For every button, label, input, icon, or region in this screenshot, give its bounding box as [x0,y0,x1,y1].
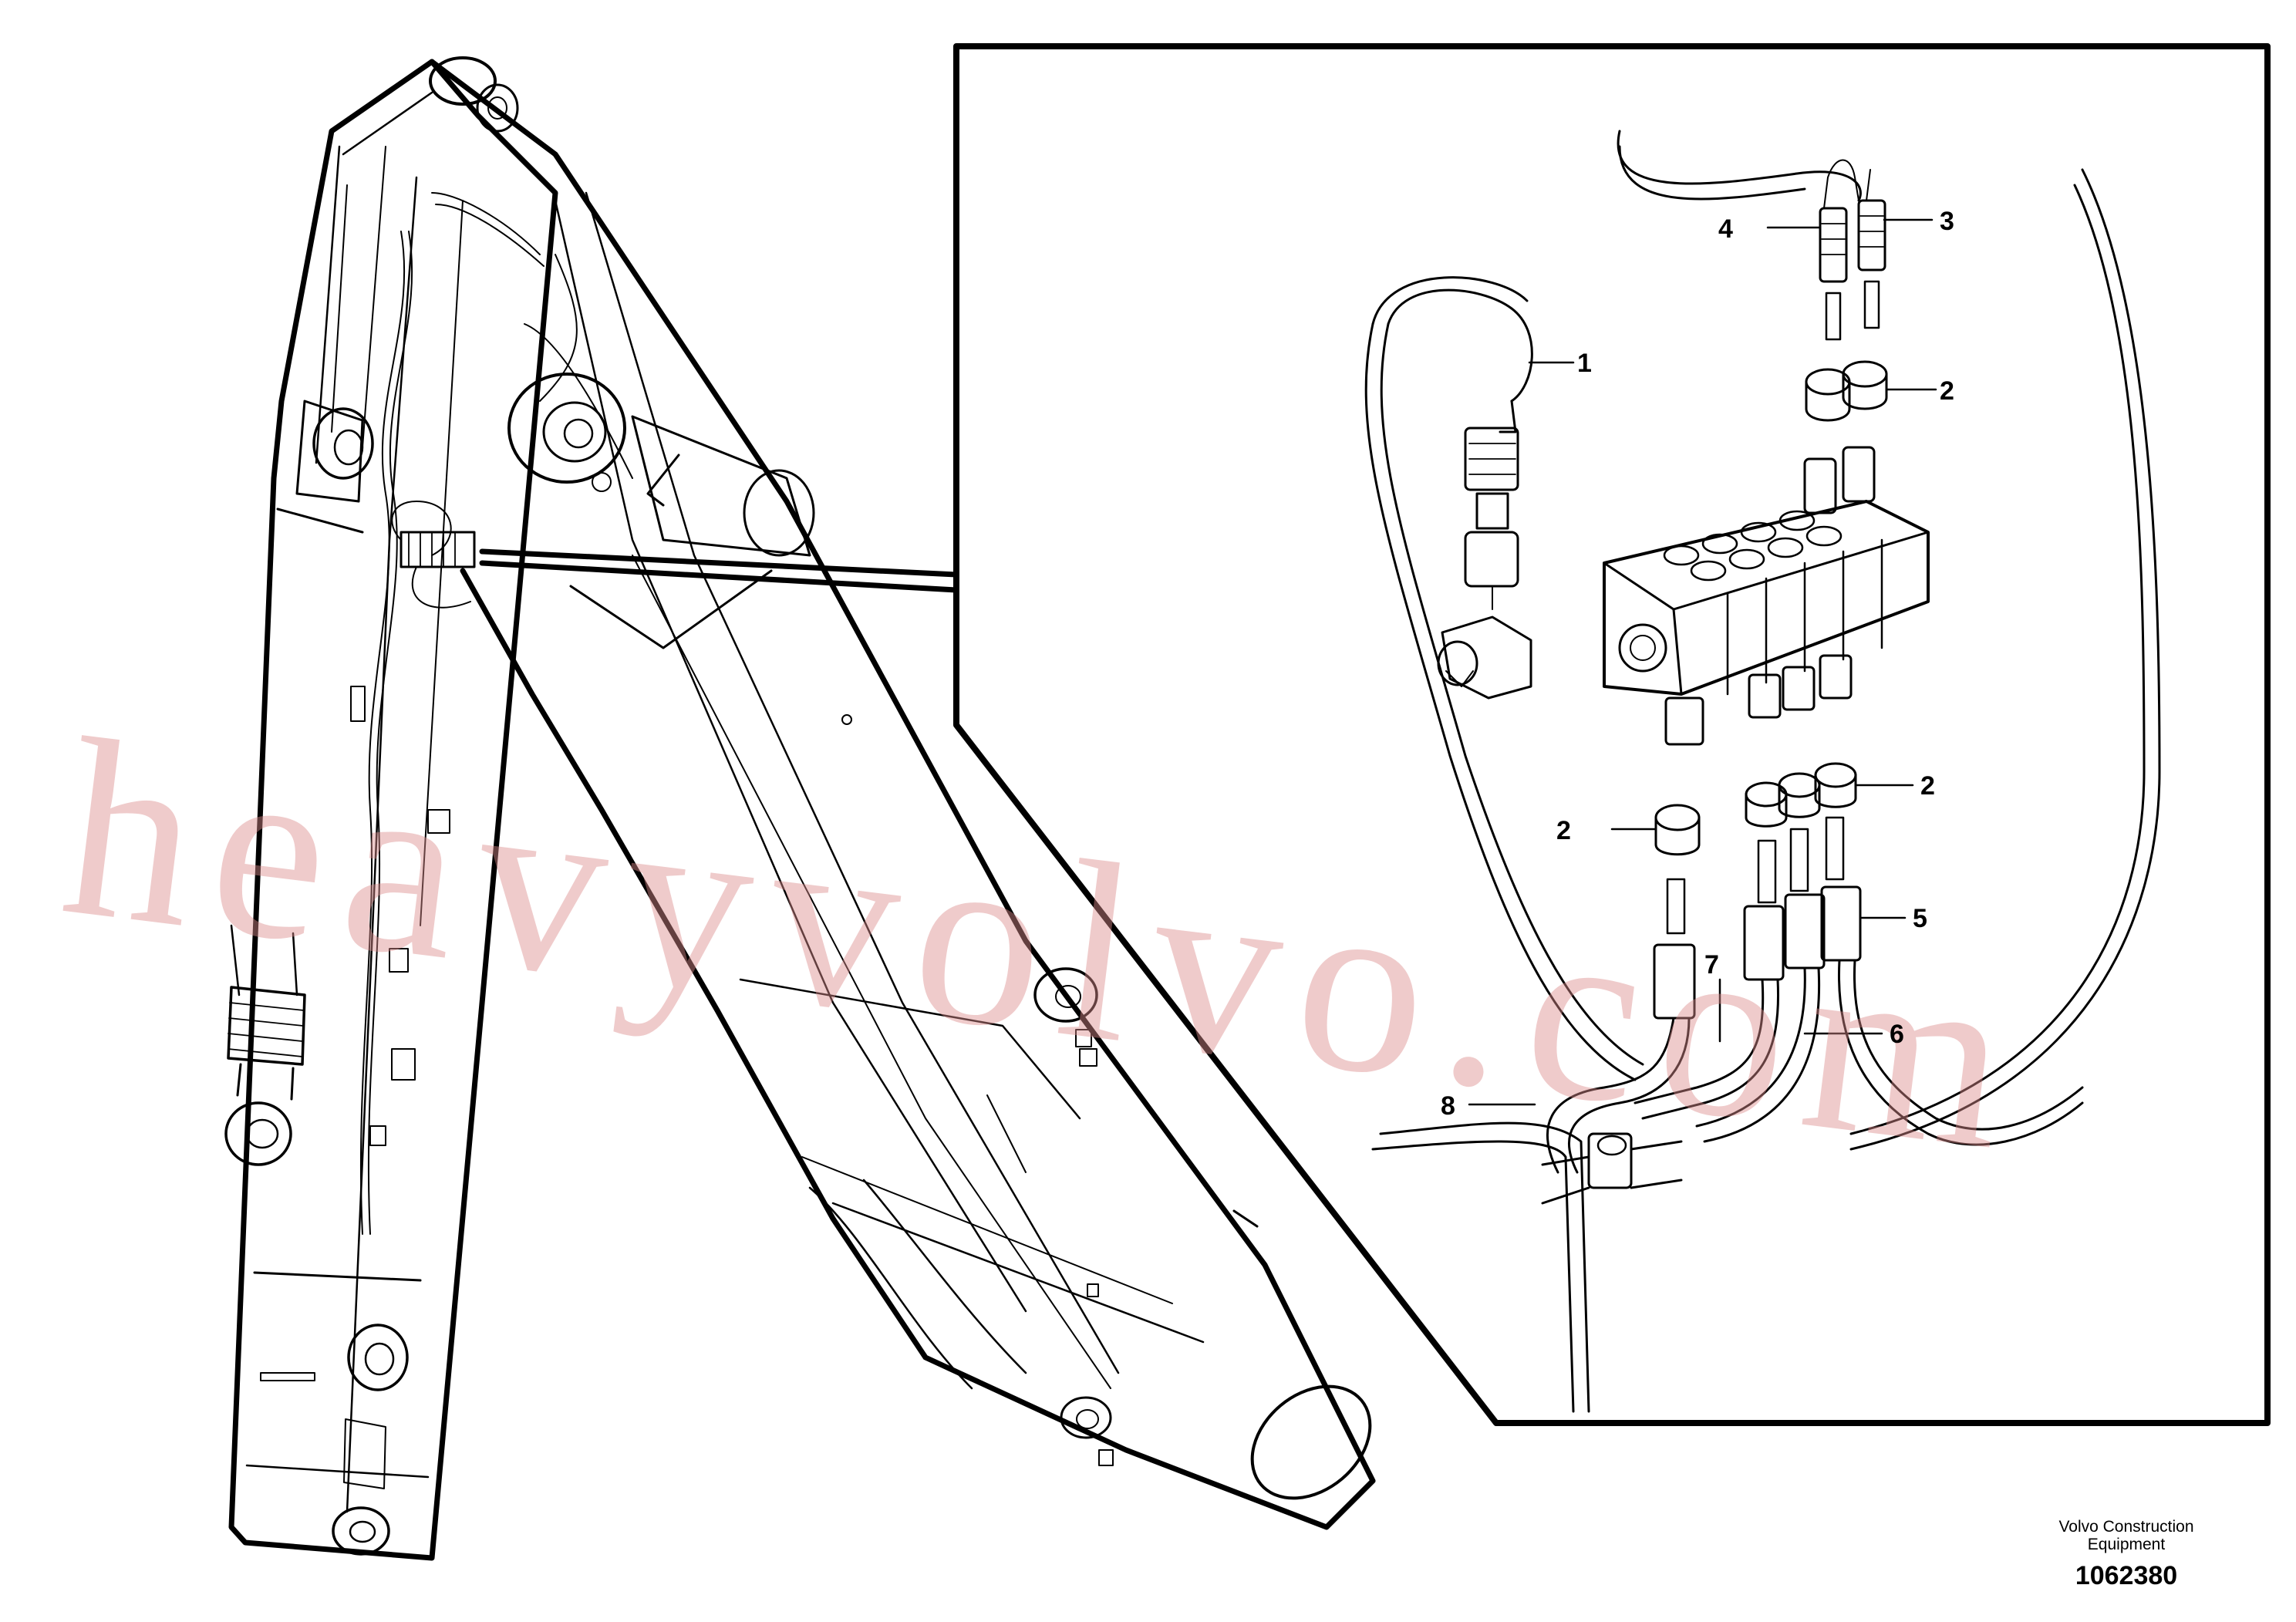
callout-2-top: 2 [1940,376,1954,406]
callout-6: 6 [1890,1020,1904,1049]
arm-drawing [224,56,558,1561]
manufacturer-line-2: Equipment [2087,1536,2166,1553]
callout-leader [479,548,959,593]
boom-drawing [429,59,1376,1530]
callout-2-right: 2 [1920,771,1935,801]
detail-drawing [1364,130,2161,1413]
callout-3: 3 [1940,207,1954,236]
callout-5: 5 [1913,904,1927,933]
callout-labels: 1 2 2 2 3 4 5 6 7 8 [1441,207,1954,1121]
callout-8: 8 [1441,1091,1455,1121]
manufacturer-line-1: Volvo Construction [2058,1518,2194,1536]
callout-7: 7 [1704,950,1719,980]
callout-1: 1 [1577,349,1592,378]
figure-number: 1062380 [2075,1561,2178,1590]
detail-frame [953,43,2271,1426]
callout-4: 4 [1718,214,1733,244]
figure-caption: Volvo Construction Equipment 1062380 [2018,1518,2234,1591]
watermark-text: heavyvolvo.com [51,686,2041,1206]
callout-2-left: 2 [1556,816,1571,845]
